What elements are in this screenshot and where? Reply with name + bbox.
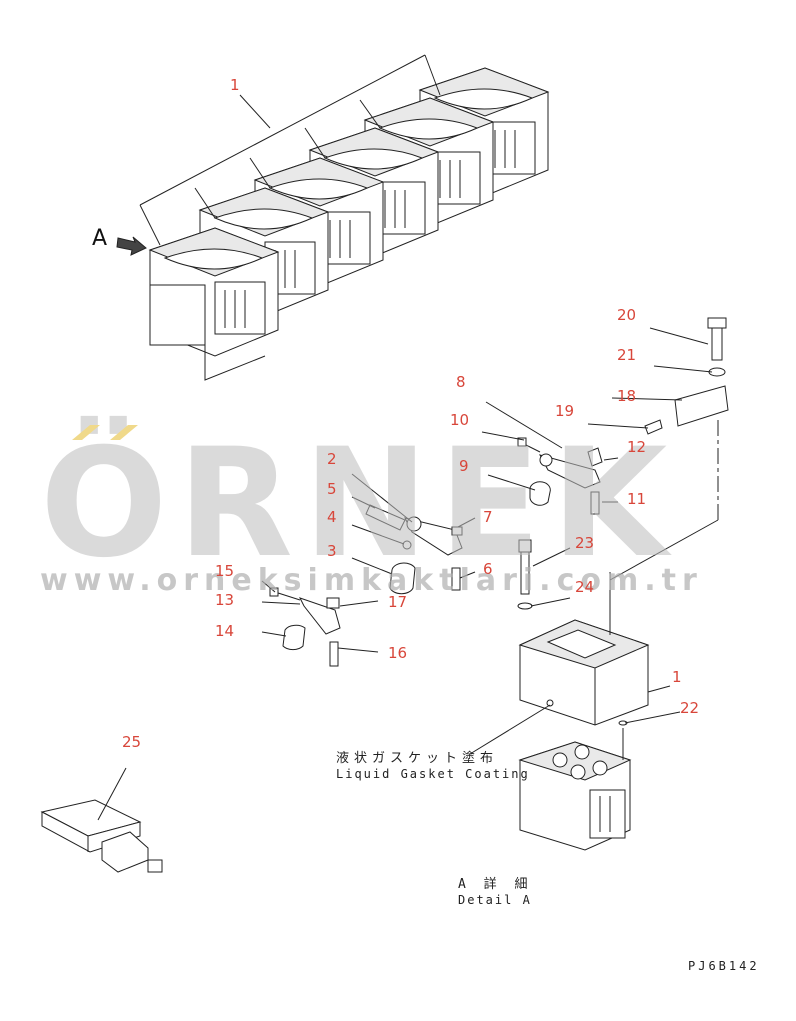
cylinder-head-assembly [116, 54, 550, 381]
callout-1-leader [139, 54, 441, 246]
callout-8: 8 [456, 373, 466, 391]
detail-title-en: Detail A [458, 893, 532, 907]
watermark-url: www.orneksimkaktlari.com.tr [40, 563, 703, 598]
callout-5: 5 [327, 480, 337, 498]
callout-2: 2 [327, 450, 337, 468]
callout-9: 9 [459, 457, 469, 475]
callout-23: 23 [575, 534, 594, 552]
callout-19: 19 [555, 402, 574, 420]
view-arrow-icon [116, 236, 147, 256]
detail-title-jp: A 詳 細 [458, 876, 532, 892]
callout-3: 3 [327, 542, 337, 560]
view-marker-a: A [92, 226, 107, 251]
callout-1-detail: 1 [672, 668, 682, 686]
callout-25: 25 [122, 733, 141, 751]
tool-25 [40, 767, 163, 873]
callout-7: 7 [483, 508, 493, 526]
callout-21: 21 [617, 346, 636, 364]
callout-14: 14 [215, 622, 234, 640]
callout-13: 13 [215, 591, 234, 609]
annotation-en: Liquid Gasket Coating [336, 767, 530, 781]
callout-6: 6 [483, 560, 493, 578]
detail-a-group [469, 572, 681, 851]
callout-18: 18 [617, 387, 636, 405]
drawing-code: PJ6B142 [688, 959, 760, 973]
callout-11: 11 [627, 490, 646, 508]
callout-15: 15 [215, 562, 234, 580]
callout-12: 12 [627, 438, 646, 456]
callout-10: 10 [450, 411, 469, 429]
callout-17: 17 [388, 593, 407, 611]
callout-16: 16 [388, 644, 407, 662]
callout-22: 22 [680, 699, 699, 717]
callout-20: 20 [617, 306, 636, 324]
watermark-brand: ÖRNEK [40, 415, 677, 591]
rocker-arm-group [261, 317, 729, 667]
callout-1: 1 [230, 76, 240, 94]
callout-24: 24 [575, 578, 594, 596]
annotation-jp: 液状ガスケット塗布 [336, 750, 498, 766]
watermark-dots-icon [72, 425, 138, 440]
callout-4: 4 [327, 508, 337, 526]
